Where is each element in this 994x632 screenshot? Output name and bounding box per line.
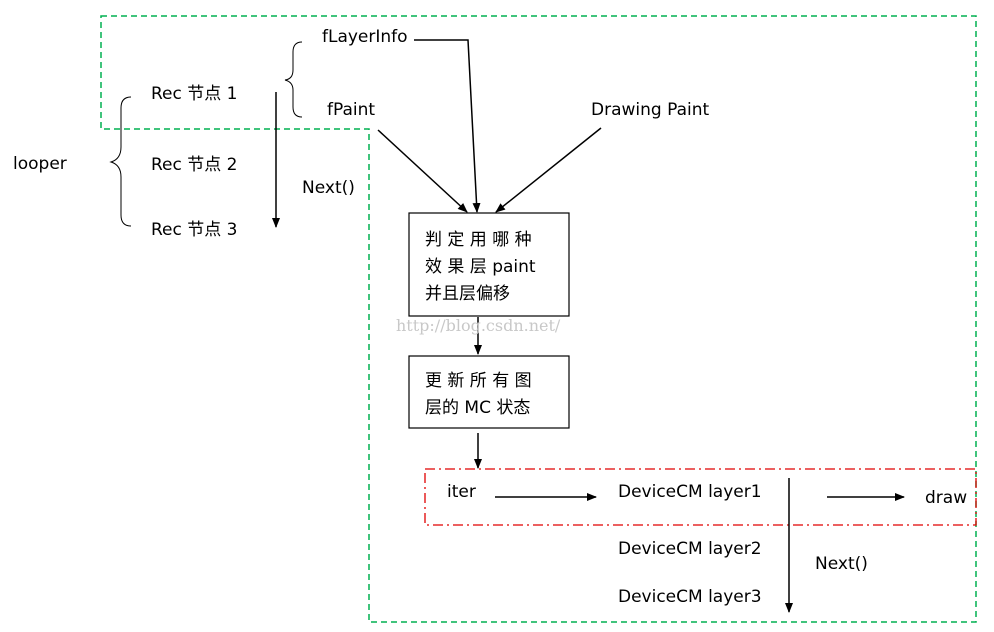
update-box-line-2: 层的 MC 状态 <box>425 398 530 418</box>
rec-node-2-label: Rec 节点 2 <box>151 155 237 175</box>
watermark: http://blog.csdn.net/ <box>396 316 561 335</box>
red-dashdot-region <box>424 468 977 526</box>
draw-label: draw <box>925 488 967 508</box>
rec-node-1-label: Rec 节点 1 <box>151 84 237 104</box>
layerinfo-brace <box>284 41 303 118</box>
iter-label: iter <box>447 482 476 502</box>
decide-box-line-3: 并且层偏移 <box>425 284 510 304</box>
layerinfo-arrow <box>414 39 481 213</box>
green-dashed-region <box>100 15 977 623</box>
drawing-paint-arrow <box>495 127 602 213</box>
device-layer-3-label: DeviceCM layer3 <box>618 587 762 607</box>
device-layer-1-label: DeviceCM layer1 <box>618 482 762 502</box>
fpaint-arrow <box>377 129 468 213</box>
flayerinfo-label: fLayerInfo <box>322 27 408 47</box>
decide-box-line-1: 判 定 用 哪 种 <box>425 230 532 250</box>
rec-next-label: Next() <box>302 178 355 198</box>
looper-brace <box>109 96 132 227</box>
update-box-line-1: 更 新 所 有 图 <box>425 371 532 391</box>
fpaint-label: fPaint <box>327 100 375 120</box>
looper-label: looper <box>13 154 67 174</box>
decide-box-line-2: 效 果 层 paint <box>425 257 536 277</box>
device-layer-2-label: DeviceCM layer2 <box>618 539 762 559</box>
update-mc-box <box>408 355 570 429</box>
decide-layer-box <box>408 212 570 317</box>
rec-node-3-label: Rec 节点 3 <box>151 220 237 240</box>
layer-next-label: Next() <box>815 554 868 574</box>
drawing-paint-label: Drawing Paint <box>591 100 709 120</box>
